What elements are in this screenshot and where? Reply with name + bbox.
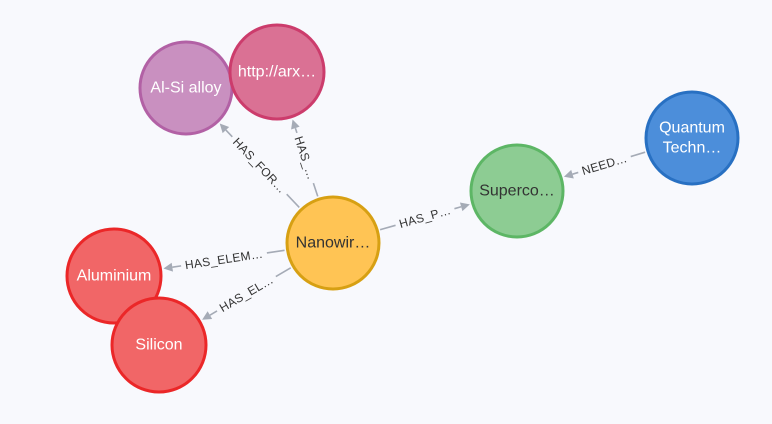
edge-line	[275, 267, 292, 278]
edge-line	[312, 182, 319, 197]
node-circle[interactable]	[138, 40, 234, 136]
arrowhead	[459, 202, 470, 212]
edge-line	[630, 151, 646, 158]
node-quantum[interactable]: QuantumTechn…	[644, 90, 740, 186]
edge-label: HAS_…	[292, 134, 319, 181]
edge-line	[379, 224, 396, 231]
edge-nanowire-aluminium[interactable]: HAS_ELEM…	[163, 247, 285, 273]
node-circle[interactable]	[285, 195, 381, 291]
node-alsi[interactable]: Al-Si alloy	[138, 40, 234, 136]
edge-quantum-superco[interactable]: NEED…	[563, 151, 646, 179]
edge-label: NEED…	[580, 151, 629, 178]
edges-layer: HAS_FOR…HAS_… HAS_P… NEED… HAS_ELEM…HAS_EL…	[163, 119, 646, 320]
node-superco[interactable]: Superco…	[469, 143, 565, 239]
arrowhead	[163, 262, 174, 272]
edge-label: HAS_EL…	[217, 273, 276, 315]
edge-line	[454, 206, 462, 210]
node-silicon[interactable]: Silicon	[110, 296, 208, 394]
edge-label: HAS_ELEM…	[184, 247, 264, 273]
arrowhead	[291, 119, 300, 130]
arrowhead	[202, 311, 213, 320]
edge-line	[294, 127, 298, 134]
node-nanowire[interactable]: Nanowir…	[285, 195, 381, 291]
edge-label: HAS_FOR…	[230, 135, 289, 196]
node-circle[interactable]	[644, 90, 740, 186]
node-circle[interactable]	[469, 143, 565, 239]
edge-nanowire-silicon[interactable]: HAS_EL…	[202, 267, 292, 320]
edge-line	[172, 265, 182, 268]
edge-nanowire-arxiv[interactable]: HAS_…	[291, 119, 319, 197]
edge-line	[225, 129, 233, 138]
node-arxiv[interactable]: http://arx…	[228, 23, 326, 121]
edge-line	[572, 171, 579, 175]
node-circle[interactable]	[110, 296, 208, 394]
edge-line	[209, 310, 218, 316]
edge-nanowire-superco[interactable]: HAS_P…	[379, 202, 470, 231]
edge-line	[286, 193, 300, 208]
node-circle[interactable]	[65, 227, 163, 325]
edge-label: HAS_P…	[398, 203, 453, 231]
arrowhead	[563, 169, 574, 179]
node-circle[interactable]	[228, 23, 326, 121]
edge-line	[266, 249, 285, 254]
edge-nanowire-alsi[interactable]: HAS_FOR…	[219, 123, 300, 208]
arrowhead	[219, 123, 230, 134]
